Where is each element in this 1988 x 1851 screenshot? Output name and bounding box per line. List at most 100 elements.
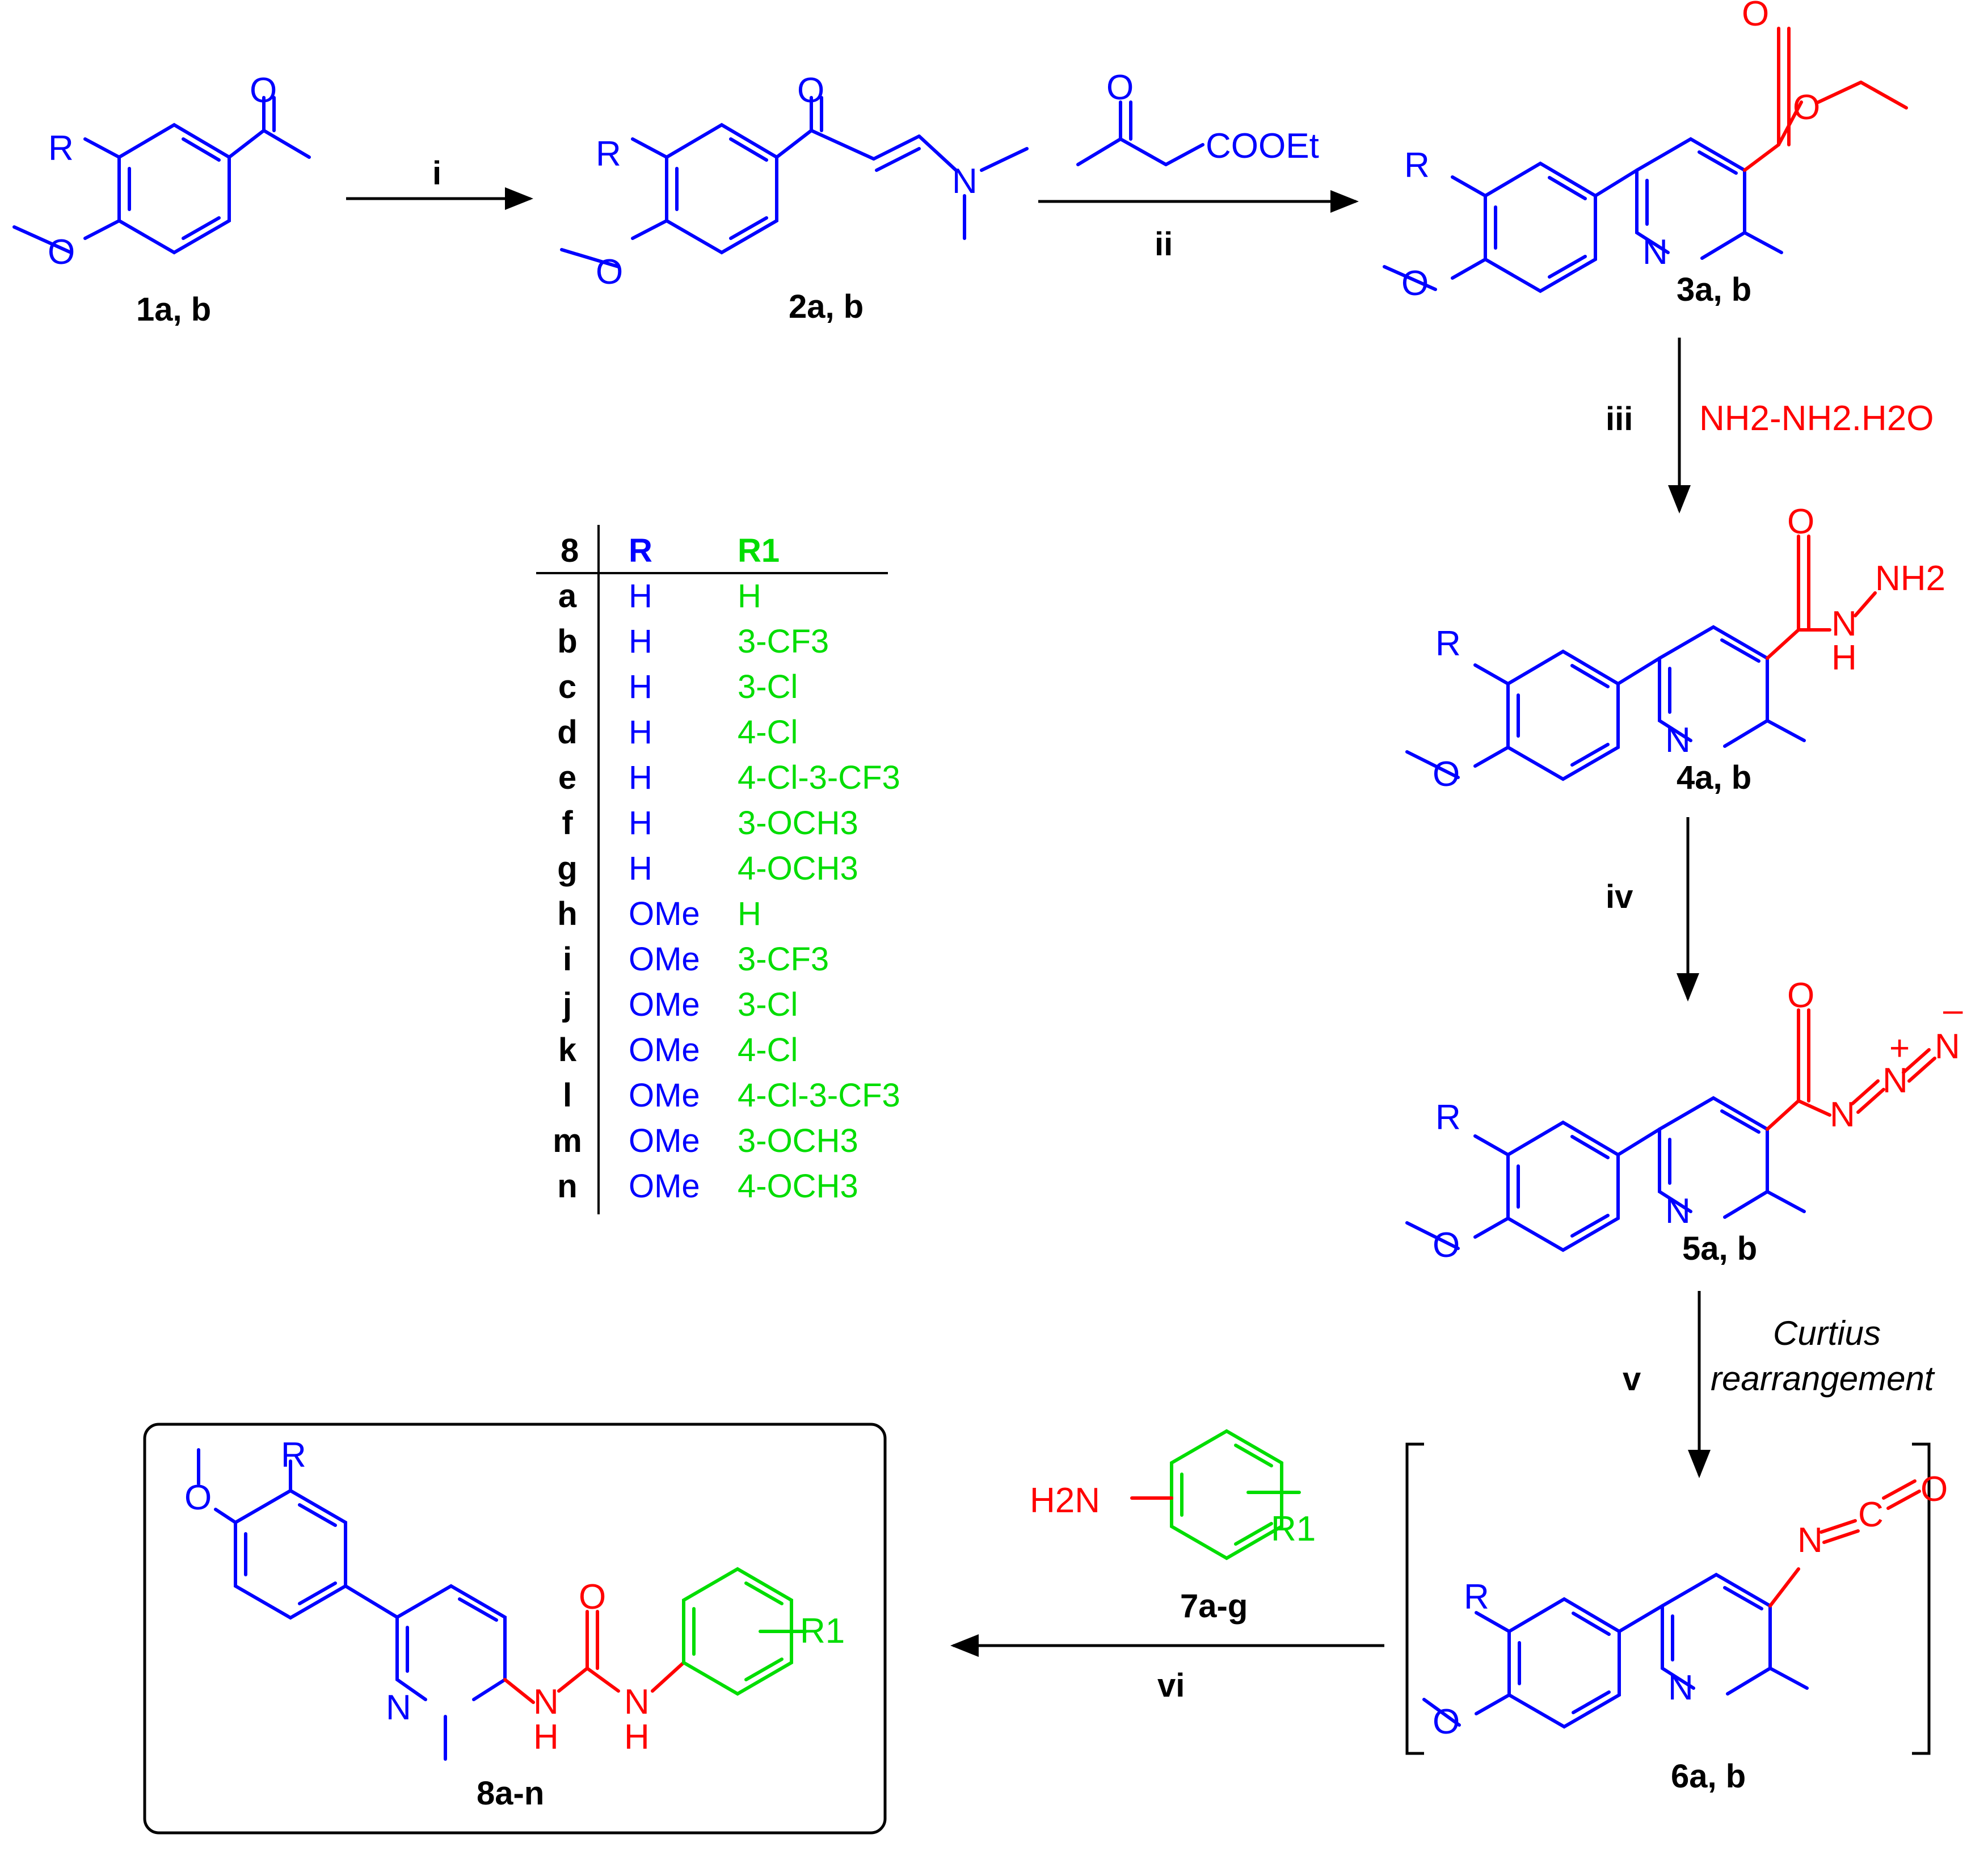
table-cell-R1: H — [738, 895, 761, 932]
product-box — [143, 1423, 887, 1835]
table-cell-R: OMe — [629, 895, 700, 932]
table-cell-R: H — [629, 850, 652, 887]
c8-O-atom: O — [184, 1478, 212, 1517]
c5-R-atom: R — [1435, 1098, 1461, 1137]
c2-carbonyl-O: O — [797, 71, 824, 110]
table-cell-compound: j — [562, 986, 572, 1023]
table-cell-R: OMe — [629, 1122, 700, 1159]
table-cell-R1: 3-CF3 — [738, 623, 829, 660]
table-cell-R: OMe — [629, 1168, 700, 1205]
c4-O-atom: O — [1433, 755, 1460, 794]
eaa-carbonyl-O: O — [1106, 68, 1134, 107]
compound-4-structure — [1405, 625, 1806, 781]
compound-6-isocyanate — [1768, 1479, 1921, 1608]
table-header-R: R — [629, 532, 652, 569]
c1-carbonyl-O: O — [250, 71, 277, 110]
compound-8-label: 8a-n — [477, 1775, 544, 1812]
c8-R1-substituent: R1 — [800, 1612, 845, 1651]
table-cell-R: OMe — [629, 1032, 700, 1068]
compound-4-hydrazide — [1766, 535, 1877, 660]
c6-isocyanate-O: O — [1920, 1470, 1948, 1509]
c8-urea-O: O — [579, 1577, 606, 1617]
table-cell-R1: 4-Cl-3-CF3 — [738, 1077, 900, 1114]
c4-hydrazide-H: H — [1831, 638, 1857, 678]
table-cell-compound: a — [558, 578, 577, 615]
table-cell-R: OMe — [629, 941, 700, 978]
table-cell-R1: 4-Cl-3-CF3 — [738, 759, 900, 796]
c5-pyridine-N: N — [1665, 1192, 1691, 1231]
c2-O-atom: O — [596, 253, 623, 292]
ethyl-acetoacetate-structure — [1076, 100, 1204, 166]
compound-1-structure — [12, 96, 311, 255]
c8-pyridine-N: N — [386, 1688, 411, 1727]
table-cell-compound: d — [557, 714, 577, 751]
c4-terminal-NH2: NH2 — [1875, 559, 1945, 598]
compound-7-label: 7a-g — [1180, 1588, 1248, 1625]
table-cell-R1: 4-OCH3 — [738, 850, 858, 887]
c6-isocyanate-C: C — [1858, 1495, 1884, 1534]
table-cell-R1: 3-Cl — [738, 668, 798, 705]
table-cell-R1: H — [738, 578, 761, 615]
table-cell-R: H — [629, 623, 652, 660]
table-cell-R1: 3-OCH3 — [738, 1122, 858, 1159]
compound-6-label: 6a, b — [1671, 1758, 1746, 1795]
c8-urea-N1: N — [533, 1682, 559, 1722]
table-cell-R: H — [629, 759, 652, 796]
compound-3-label: 3a, b — [1677, 271, 1751, 308]
table-cell-compound: c — [558, 668, 576, 705]
table-cell-compound: b — [557, 623, 577, 660]
c3-ester-O: O — [1793, 88, 1820, 127]
table-cell-R: OMe — [629, 986, 700, 1023]
compound-4-label: 4a, b — [1677, 759, 1751, 796]
compound-8-structure — [197, 1448, 807, 1761]
reagent-v: v — [1623, 1361, 1641, 1398]
intermediate-brackets — [1405, 1442, 1931, 1755]
reagent-vi: vi — [1157, 1667, 1185, 1704]
table-cell-compound: g — [557, 850, 577, 887]
table-cell-compound: n — [557, 1168, 577, 1205]
c8-R-atom: R — [281, 1436, 306, 1475]
table-cell-compound: e — [558, 759, 576, 796]
reagent-iii: iii — [1606, 401, 1633, 437]
compound-2-label: 2a, b — [789, 288, 864, 325]
eaa-ester-group: COOEt — [1206, 127, 1319, 166]
table-cell-R1: 3-OCH3 — [738, 805, 858, 842]
hydrazine-hydrate: NH2-NH2.H2O — [1699, 399, 1934, 438]
c5-carbonyl-O: O — [1787, 976, 1814, 1015]
table-cell-R: OMe — [629, 1077, 700, 1114]
c5-azide-plus: + — [1889, 1029, 1910, 1068]
c7-R1-substituent: R1 — [1271, 1509, 1316, 1549]
curtius-label-line1: Curtius — [1773, 1314, 1881, 1352]
table-cell-R: H — [629, 578, 652, 615]
table-cell-R: H — [629, 805, 652, 842]
table-cell-compound: h — [557, 895, 577, 932]
table-cell-R1: 4-Cl — [738, 1032, 798, 1068]
c4-R-atom: R — [1435, 624, 1461, 663]
compound-5-label: 5a, b — [1682, 1230, 1757, 1267]
c3-O-atom: O — [1401, 264, 1429, 303]
table-cell-R1: 4-OCH3 — [738, 1168, 858, 1205]
table-cell-compound: i — [563, 941, 572, 978]
c5-azide-N2: N — [1882, 1061, 1908, 1100]
c5-azide-minus: – — [1943, 990, 1963, 1029]
reagent-iv: iv — [1606, 878, 1633, 915]
c4-hydrazide-N: N — [1831, 604, 1857, 643]
c1-R-atom: R — [48, 129, 74, 168]
compound-2-structure — [560, 96, 1029, 268]
table-cell-R1: 4-Cl — [738, 714, 798, 751]
c8-urea-N2: N — [624, 1682, 650, 1722]
c5-azide-N3: N — [1935, 1027, 1960, 1066]
c6-pyridine-N: N — [1668, 1668, 1694, 1707]
table-cell-R: H — [629, 668, 652, 705]
c2-R-atom: R — [596, 134, 621, 174]
reagent-i: i — [432, 155, 441, 192]
c3-pyridine-N: N — [1642, 233, 1668, 272]
compound-3-ester — [1743, 27, 1908, 172]
curtius-label-line2: rearrangement — [1711, 1360, 1935, 1398]
c7-amine-H2N: H2N — [1030, 1481, 1100, 1520]
table-cell-compound: l — [563, 1077, 572, 1114]
c5-O-atom: O — [1433, 1226, 1460, 1265]
reagent-ii: ii — [1155, 226, 1173, 263]
